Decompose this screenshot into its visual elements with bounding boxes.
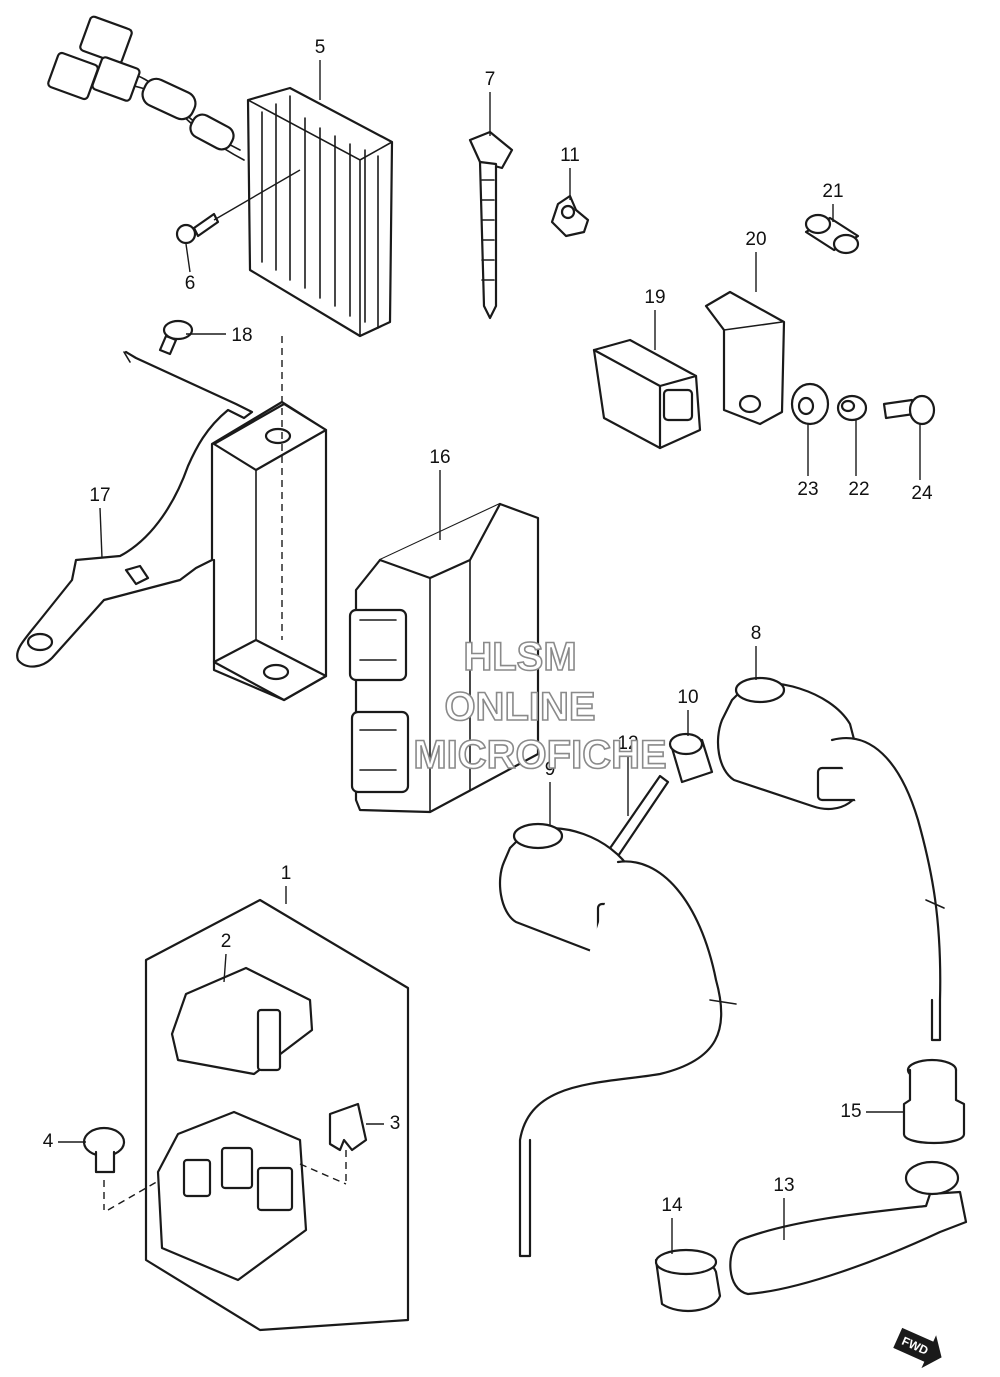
regulator-rectifier-part — [246, 86, 394, 338]
relay-19-part — [592, 338, 702, 450]
callout-20: 20 — [745, 229, 766, 250]
callout-13: 13 — [773, 1175, 794, 1196]
callout-22: 22 — [848, 479, 869, 500]
screw-18-part — [158, 319, 194, 356]
watermark-line-1: HLSM — [463, 635, 576, 679]
ecm-unit-part — [348, 502, 540, 814]
callout-8: 8 — [751, 623, 762, 644]
callout-14: 14 — [661, 1195, 683, 1216]
cap-15-part — [902, 1058, 966, 1145]
callout-21: 21 — [822, 181, 843, 202]
callout-15: 15 — [840, 1101, 861, 1122]
callout-3: 3 — [390, 1113, 401, 1134]
collar-22-part — [836, 394, 868, 422]
ignition-coil-9-part — [498, 822, 737, 1258]
callout-23: 23 — [797, 479, 818, 500]
watermark-line-3: MICROFICHE — [413, 733, 666, 777]
callout-9: 9 — [545, 759, 556, 780]
callout-6: 6 — [185, 273, 196, 294]
callout-2: 2 — [221, 931, 232, 952]
collar-21-part — [804, 213, 860, 255]
clamp-part — [550, 194, 590, 238]
mounting-bracket-part — [16, 350, 328, 702]
sleeve-10-part — [668, 732, 714, 784]
cable-tie-part — [468, 130, 514, 320]
ignition-coil-8-part — [716, 676, 945, 1042]
watermark-line-2: ONLINE — [444, 685, 595, 729]
fwd-arrow-badge: FWD — [893, 1327, 942, 1369]
relay-assembly-box — [144, 898, 410, 1332]
callout-5: 5 — [315, 37, 326, 58]
callout-1: 1 — [281, 863, 292, 884]
cover-2-part — [170, 966, 314, 1076]
callout-24: 24 — [911, 483, 933, 504]
holder-20-part — [704, 290, 786, 426]
band-14-part — [654, 1248, 722, 1312]
callout-11: 11 — [560, 145, 580, 166]
callout-7: 7 — [485, 69, 496, 90]
callout-19: 19 — [644, 287, 665, 308]
callout-17: 17 — [89, 485, 110, 506]
box-body-part — [156, 1110, 308, 1282]
callout-16: 16 — [429, 447, 450, 468]
grommet-23-part — [790, 382, 830, 426]
watermark: HLSM ONLINE MICROFICHE — [413, 634, 668, 778]
wire-harness-connectors — [47, 15, 245, 161]
bolt-24-part — [882, 394, 936, 426]
fuse-3-part — [328, 1102, 368, 1152]
plug-cap-13-part — [729, 1160, 968, 1296]
callout-4: 4 — [43, 1131, 54, 1152]
bolt-6-part — [175, 169, 301, 245]
callout-12: 12 — [617, 733, 638, 754]
callout-10: 10 — [677, 687, 698, 708]
leader-lines — [58, 60, 921, 1254]
screw-4-part — [82, 1126, 126, 1174]
callout-18: 18 — [231, 325, 252, 346]
